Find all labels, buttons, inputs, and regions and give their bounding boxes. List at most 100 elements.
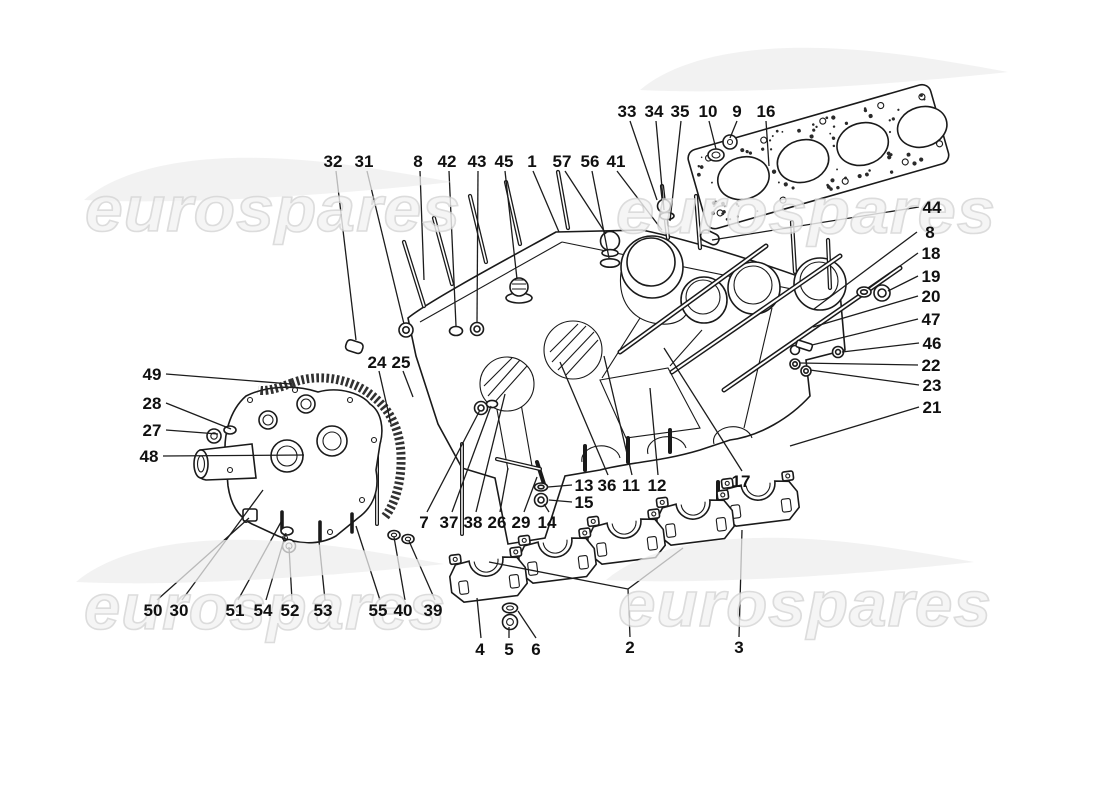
leader-line-32: [335, 170, 357, 341]
leader-line-18: [867, 252, 919, 290]
main-bearing-caps-drawing: [448, 470, 801, 603]
leader-line-7: [426, 409, 481, 513]
leader-line-57: [564, 170, 607, 235]
part-label-53: 53: [314, 601, 333, 620]
leader-line-56: [591, 170, 610, 259]
leader-line-37: [451, 405, 492, 513]
leader-line-8: [813, 231, 918, 310]
watermark-swoosh: [76, 539, 444, 584]
leader-line-29: [523, 476, 538, 513]
leader-line-38: [475, 393, 506, 513]
leader-line-49: [165, 373, 292, 385]
part-label-44: 44: [923, 198, 942, 217]
leader-line-8: [419, 170, 425, 281]
part-label-56: 56: [581, 152, 600, 171]
leader-line-45: [504, 170, 518, 280]
part-label-46: 46: [923, 334, 942, 353]
diagonal-studs: [617, 243, 903, 393]
part-label-54: 54: [254, 601, 273, 620]
leader-line-39: [408, 540, 436, 601]
part-label-37: 37: [440, 513, 459, 532]
leader-line-4: [476, 597, 482, 639]
part-label-31: 31: [355, 152, 374, 171]
part-label-30: 30: [170, 601, 189, 620]
part-label-3: 3: [734, 638, 743, 657]
leader-line-15: [548, 499, 573, 503]
part-label-18: 18: [922, 244, 941, 263]
leader-line-35: [669, 120, 682, 222]
leader-line-10: [708, 120, 717, 150]
part-label-7: 7: [419, 513, 428, 532]
part-label-24: 24: [368, 353, 387, 372]
watermark-text: eurospares: [85, 173, 461, 245]
leader-line-31: [366, 170, 405, 325]
part-label-34: 34: [645, 102, 664, 121]
front-timing-cover-drawing: [193, 373, 415, 554]
part-label-51: 51: [226, 601, 245, 620]
part-label-42: 42: [438, 152, 457, 171]
part-label-25: 25: [392, 353, 411, 372]
bearing-cap: [586, 508, 667, 565]
part-label-26: 26: [488, 513, 507, 532]
leader-line-36: [559, 361, 609, 476]
part-label-8: 8: [413, 152, 422, 171]
front-cover-gasket-drawing: [290, 373, 406, 521]
part-label-6: 6: [531, 640, 540, 659]
leader-line-25: [402, 370, 414, 398]
part-label-13: 13: [575, 476, 594, 495]
part-label-40: 40: [394, 601, 413, 620]
watermark-swoosh: [640, 47, 1008, 92]
part-label-11: 11: [622, 476, 640, 495]
part-label-45: 45: [495, 152, 514, 171]
part-label-9: 9: [732, 102, 741, 121]
part-label-41: 41: [607, 152, 626, 171]
part-label-15: 15: [575, 493, 594, 512]
leader-line-1: [532, 170, 560, 233]
leader-line-44: [711, 206, 920, 241]
part-label-23: 23: [923, 376, 942, 395]
leader-line-9: [729, 120, 738, 139]
part-label-39: 39: [424, 601, 443, 620]
part-label-8: 8: [925, 223, 934, 242]
part-label-2: 2: [625, 638, 634, 657]
leader-line-34: [655, 120, 665, 211]
leader-line-33: [629, 120, 658, 201]
leader-line-13: [547, 484, 573, 488]
part-label-28: 28: [143, 394, 162, 413]
watermark-text: eurospares: [618, 568, 992, 640]
part-label-36: 36: [598, 476, 617, 495]
leader-line-20: [812, 295, 919, 328]
leader-line-11: [603, 355, 633, 476]
leader-line-41: [616, 170, 663, 231]
part-label-4: 4: [475, 640, 485, 659]
technical-line-art: [193, 83, 950, 631]
part-label-19: 19: [922, 267, 941, 286]
watermark-text: eurospares: [84, 571, 446, 643]
leader-line-6: [517, 610, 537, 639]
leader-line-22: [799, 362, 919, 366]
leader-line-48: [162, 454, 305, 457]
part-label-12: 12: [648, 476, 667, 495]
leader-line-28: [165, 402, 232, 430]
part-label-27: 27: [143, 421, 162, 440]
part-label-10: 10: [699, 102, 718, 121]
part-label-29: 29: [512, 513, 531, 532]
part-label-57: 57: [553, 152, 572, 171]
part-label-33: 33: [618, 102, 637, 121]
bearing-cap: [517, 527, 598, 584]
gasket-grommet-washer: [707, 134, 738, 162]
leader-line-16: [765, 120, 770, 167]
part-label-14: 14: [538, 513, 557, 532]
part-label-35: 35: [671, 102, 690, 121]
part-label-52: 52: [281, 601, 300, 620]
bearing-cap: [448, 546, 529, 603]
part-label-43: 43: [468, 152, 487, 171]
part-label-49: 49: [143, 365, 162, 384]
cylinder-head-gasket-drawing: [687, 83, 950, 230]
part-label-16: 16: [757, 102, 776, 121]
cap-washer-nut: [501, 602, 519, 631]
